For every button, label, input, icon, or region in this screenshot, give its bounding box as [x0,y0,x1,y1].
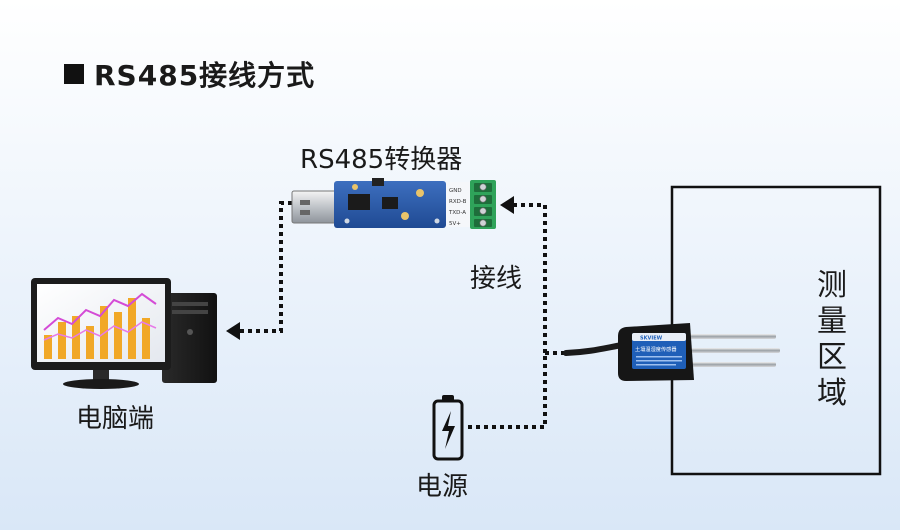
battery-icon [432,395,464,461]
monitor-neck [93,370,109,380]
arrow-to-converter-icon [500,196,514,214]
sensor-name-text: 土壤温湿度传感器 [635,345,677,353]
terminal-block [470,180,496,229]
tower [162,293,217,383]
soil-sensor: SKVIEW 土壤温湿度传感器 [563,323,780,381]
page-title-text: RS485接线方式 [94,59,316,92]
computer-label: 电脑端 [76,404,155,434]
sensor-brand-text: SKVIEW [640,336,663,342]
probe-bottom [688,362,776,367]
dotted-connections [238,201,566,429]
sensor-cable [563,342,625,356]
arrow-to-computer-icon [226,322,240,340]
screen-line-chart [43,292,157,331]
wiring-label: 接线 [470,264,523,294]
pin-label-txd: TXD-A [448,210,466,216]
converter-label: RS485转换器 [300,145,463,175]
pin-label-5v: 5V+ [449,221,461,227]
pin-label-gnd: GND [449,188,462,194]
chip-2 [382,197,398,209]
pin-label-strip [446,182,470,227]
probe-top [688,334,776,339]
computer [31,278,217,389]
title-square-icon [64,64,84,84]
lightning-icon [442,411,455,449]
power-to-sensor-line [468,353,547,429]
rs485-converter: GND RXD-B TXD-A 5V+ [291,178,496,229]
probe-middle [688,348,780,353]
pin-label-rxd: RXD-B [449,199,467,205]
measure-area-label: 测量区域 [817,268,847,411]
power-label: 电源 [416,472,469,502]
monitor-base [63,379,139,389]
sensor-to-converter-line [510,203,547,353]
usb-plug [291,190,337,224]
page-title: RS485接线方式 [64,54,315,94]
chip [348,194,370,210]
converter-to-computer-line [238,201,300,333]
switch [372,178,384,186]
